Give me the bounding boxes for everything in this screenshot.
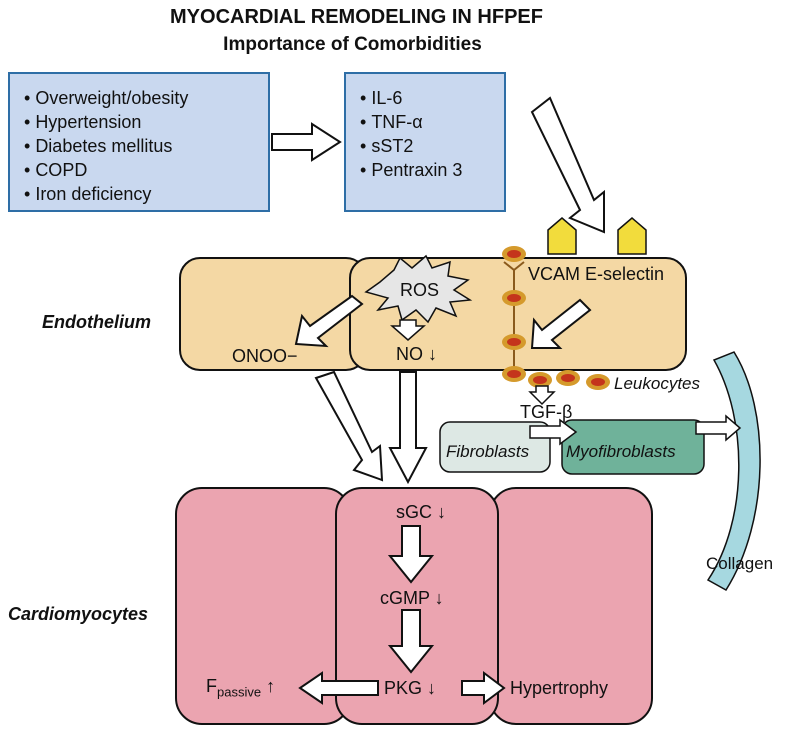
cgmp-label: cGMP ↓ [380, 588, 444, 608]
arrow-onoo-to-sgc [314, 370, 384, 482]
comorbidities-box: Overweight/obesity Hypertension Diabetes… [8, 72, 270, 212]
arrow-adhesion-inward [530, 298, 592, 349]
arrow-leukocytes-to-tgf [528, 385, 556, 406]
arrow-pkg-to-fpassive [298, 671, 379, 705]
arrow-ros-to-no [390, 319, 426, 341]
arrow-no-to-sgc [388, 371, 428, 485]
endothelium-label: Endothelium [42, 312, 151, 332]
fpassive-subscript: passive [217, 684, 262, 700]
tgf-label: TGF-β [520, 402, 573, 422]
comorbidity-item: Overweight/obesity [24, 86, 268, 110]
arrow-pkg-to-hypertrophy [461, 671, 506, 705]
comorbidity-item: COPD [24, 158, 268, 182]
cardiomyocyte-middle [335, 487, 499, 725]
adhesion-line [503, 261, 525, 372]
arrow-myofibroblast-to-collagen [695, 414, 742, 442]
onoo-label: ONOO− [232, 346, 298, 366]
fpassive-f: F [206, 676, 217, 696]
leukocytes-label: Leukocytes [614, 374, 700, 393]
mediator-item: Pentraxin 3 [360, 158, 504, 182]
mediator-item: TNF-α [360, 110, 504, 134]
mediators-box: IL-6 TNF-α sST2 Pentraxin 3 [344, 72, 506, 212]
arrow-sgc-to-cgmp [387, 525, 435, 584]
comorbidity-item: Iron deficiency [24, 182, 268, 206]
mediator-item: IL-6 [360, 86, 504, 110]
arrow-ros-to-onoo [294, 294, 364, 348]
myofibroblasts-label: Myofibroblasts [566, 442, 676, 461]
fpassive-label: Fpassive ↑ [206, 676, 275, 700]
sgc-label: sGC ↓ [396, 502, 447, 522]
fibroblasts-label: Fibroblasts [446, 442, 530, 461]
comorbidity-item: Hypertension [24, 110, 268, 134]
mediator-item: sST2 [360, 134, 504, 158]
arrow-cgmp-to-pkg [387, 609, 435, 674]
vcam-label: VCAM E-selectin [528, 264, 665, 284]
no-label: NO ↓ [396, 344, 438, 364]
ros-label: ROS [400, 280, 440, 300]
diagram-subtitle: Importance of Comorbidities [223, 34, 482, 55]
arrow-comorbidities-to-mediators [271, 122, 342, 162]
arrow-fibroblast-to-myofibroblast [529, 418, 578, 446]
hypertrophy-label: Hypertrophy [510, 678, 609, 698]
receptor-pentagon-icon [547, 217, 577, 255]
arrow-mediators-to-endothelium [530, 96, 605, 234]
ros-starburst-icon [364, 254, 473, 324]
fpassive-arrow: ↑ [266, 676, 276, 696]
diagram-title: MYOCARDIAL REMODELING IN HFPEF [170, 6, 543, 28]
collagen-fiber-icon [706, 351, 761, 592]
collagen-label: Collagen [706, 554, 774, 573]
pkg-label: PKG ↓ [384, 678, 437, 698]
cardiomyocytes-label: Cardiomyocytes [8, 604, 149, 624]
myofibroblast-cell [561, 419, 705, 475]
comorbidity-item: Diabetes mellitus [24, 134, 268, 158]
fibroblast-cell [439, 421, 551, 473]
receptor-pentagon-icon [617, 217, 647, 255]
leukocyte-cell-icons [502, 246, 610, 390]
